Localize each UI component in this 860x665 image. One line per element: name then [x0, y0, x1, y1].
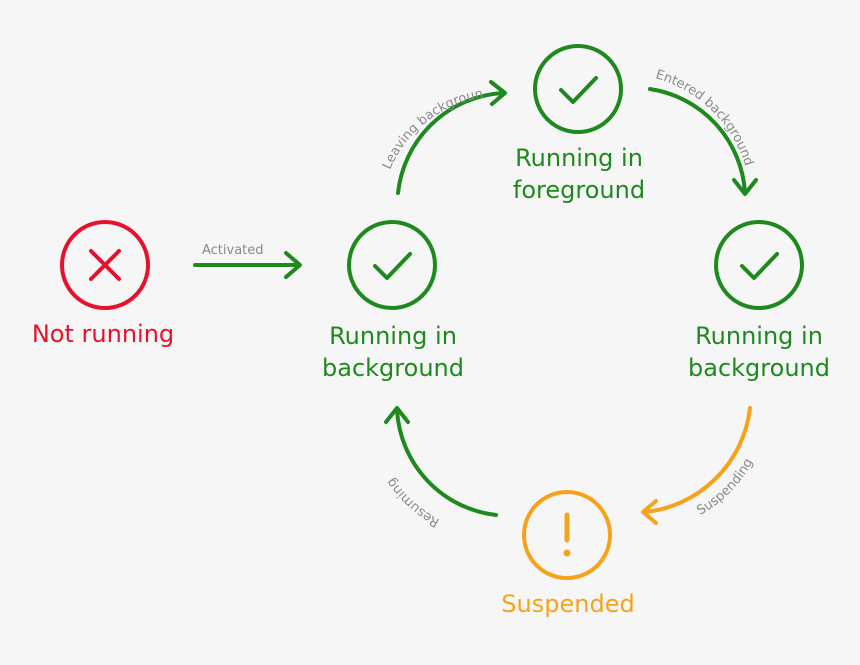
running-background-right-line1: Running in [695, 322, 823, 350]
x-icon [89, 249, 121, 281]
resuming-label-text: Resuming [384, 475, 442, 530]
activated-arrow [193, 251, 302, 279]
not-running-node [60, 220, 150, 310]
entered-background-label-text: Entered background [654, 67, 756, 167]
suspended-text: Suspended [501, 590, 635, 618]
resuming-arrow [384, 406, 498, 517]
running-background-left-label: Running in background [322, 320, 464, 384]
running-background-left-line2: background [322, 354, 464, 382]
activated-label: Activated [202, 243, 264, 258]
running-background-right-line2: background [688, 354, 830, 382]
not-running-text: Not running [31, 320, 175, 348]
running-foreground-line1: Running in [515, 144, 643, 172]
suspending-arrow [641, 406, 752, 525]
suspended-circle [522, 490, 612, 580]
running-background-left-circle [347, 220, 437, 310]
resuming-label: Resuming [384, 475, 442, 530]
running-background-right-label: Running in background [688, 320, 830, 384]
check-icon [373, 252, 412, 280]
not-running-label: Not running [32, 318, 174, 350]
running-background-right-node [714, 220, 804, 310]
leaving-background-arrow [396, 80, 507, 195]
check-icon [740, 252, 779, 280]
running-background-left-line1: Running in [329, 322, 457, 350]
running-foreground-label: Running in foreground [513, 142, 645, 206]
exclamation-icon [563, 512, 571, 557]
entered-background-arrow [648, 87, 758, 196]
running-foreground-node [533, 44, 623, 134]
check-icon [559, 76, 598, 104]
running-foreground-line2: foreground [512, 176, 646, 204]
running-background-left-node [347, 220, 437, 310]
suspended-label: Suspended [501, 588, 634, 620]
suspended-node [522, 490, 612, 580]
not-running-circle [60, 220, 150, 310]
entered-background-label: Entered background [654, 67, 756, 167]
running-foreground-circle [533, 44, 623, 134]
running-background-right-circle [714, 220, 804, 310]
